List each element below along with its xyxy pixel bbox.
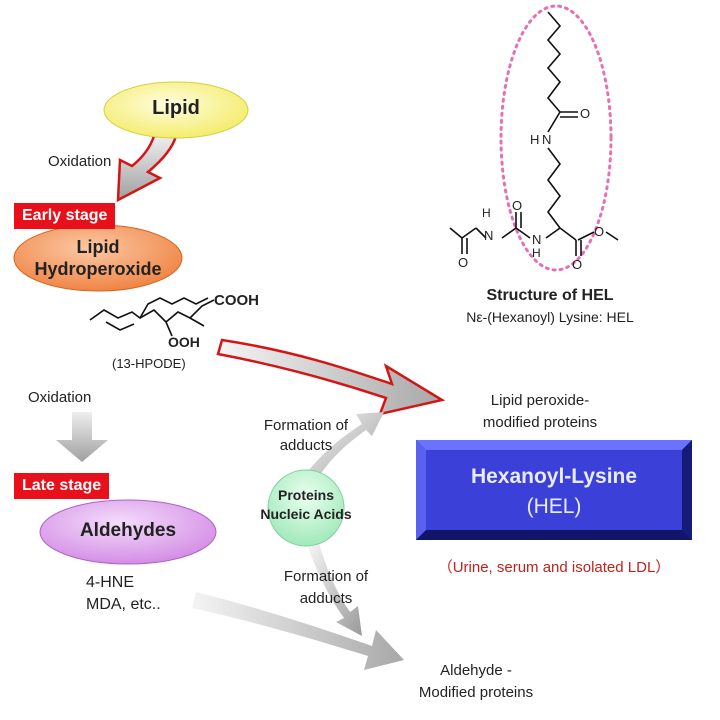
hpode-name-label: (13-HPODE) bbox=[112, 356, 186, 371]
aldehydes-ellipse bbox=[39, 499, 217, 565]
proteins-label: Proteins Nucleic Acids bbox=[236, 486, 376, 524]
hydroperoxide-label-line2: Hydroperoxide bbox=[34, 259, 162, 279]
oxidation-top-label: Oxidation bbox=[48, 153, 112, 170]
atom-o-acetyl: O bbox=[458, 255, 469, 270]
atom-h-alpha: H bbox=[532, 246, 541, 260]
lipid-label: Lipid bbox=[152, 97, 200, 119]
aldehydes-label: Aldehydes bbox=[79, 520, 177, 541]
aldehyde-modified-line1: Aldehyde - bbox=[440, 662, 512, 679]
arrow-lipid-to-hydroperoxide bbox=[116, 134, 178, 203]
early-stage-tag: Early stage bbox=[14, 203, 116, 229]
arrow-oxidation-down bbox=[56, 412, 108, 462]
lipid-peroxide-line2: modified proteins bbox=[482, 414, 598, 431]
adducts-upper-label: Formation of adducts bbox=[226, 416, 386, 456]
atom-n-left: N bbox=[484, 228, 494, 243]
adducts-lower-line1: Formation of bbox=[283, 568, 369, 585]
arrow-aldehydes-to-modified bbox=[192, 592, 404, 670]
hel-box-label: Hexanoyl-Lysine (HEL) bbox=[426, 462, 682, 522]
structure-title: Structure of HEL bbox=[486, 287, 614, 304]
hexanoyl-highlight-ellipse bbox=[499, 4, 613, 272]
atom-h-side: H bbox=[530, 132, 540, 147]
atom-n-alpha: N bbox=[532, 232, 542, 247]
atom-o-ester: O bbox=[594, 224, 605, 239]
proteins-label-line2: Nucleic Acids bbox=[260, 506, 352, 522]
proteins-label-line1: Proteins bbox=[277, 487, 334, 503]
atom-o-top: O bbox=[580, 106, 591, 121]
hpode-cooh-label: COOH bbox=[214, 292, 259, 309]
aldehyde-examples-line2: MDA, etc.. bbox=[86, 596, 161, 613]
adducts-upper-line2: adducts bbox=[279, 437, 333, 454]
structure-subtitle: Nε-(Hexanoyl) Lysine: HEL bbox=[466, 309, 634, 325]
late-stage-tag: Late stage bbox=[14, 473, 110, 499]
aldehyde-modified-label: Aldehyde - Modified proteins bbox=[376, 660, 576, 704]
hel-label-line2: (HEL) bbox=[526, 495, 582, 518]
lipid-peroxide-line1: Lipid peroxide- bbox=[490, 392, 590, 409]
hpode-structure bbox=[89, 297, 215, 337]
lipid-peroxide-label: Lipid peroxide- modified proteins bbox=[440, 390, 640, 434]
hel-structure-bonds bbox=[449, 11, 619, 256]
hydroperoxide-label: Lipid Hydroperoxide bbox=[14, 236, 182, 280]
atom-h-left: H bbox=[482, 206, 491, 220]
hpode-ooh-label: OOH bbox=[168, 334, 200, 350]
adducts-upper-line1: Formation of bbox=[263, 417, 349, 434]
lipid-ellipse bbox=[103, 81, 249, 139]
proteins-circle bbox=[267, 469, 345, 547]
atom-n-side: N bbox=[542, 132, 552, 147]
arrow-proteins-up bbox=[300, 412, 384, 488]
sample-note: （Urine, serum and isolated LDL） bbox=[437, 559, 671, 576]
aldehyde-modified-line2: Modified proteins bbox=[418, 684, 534, 701]
arrow-proteins-down bbox=[306, 540, 362, 636]
aldehyde-examples: 4-HNE MDA, etc.. bbox=[86, 572, 161, 616]
hel-label-line1: Hexanoyl-Lysine bbox=[470, 465, 638, 488]
oxidation-mid-label: Oxidation bbox=[28, 389, 92, 406]
atom-o-left-carbonyl: O bbox=[512, 198, 523, 213]
adducts-lower-line2: adducts bbox=[299, 590, 353, 607]
arrow-hydroperoxide-to-hel bbox=[216, 338, 446, 416]
adducts-lower-label: Formation of adducts bbox=[246, 566, 406, 610]
atom-o-ester-down: O bbox=[572, 257, 583, 272]
hydroperoxide-label-line1: Lipid bbox=[76, 237, 120, 257]
hel-box bbox=[416, 440, 692, 540]
aldehyde-examples-line1: 4-HNE bbox=[86, 574, 135, 591]
